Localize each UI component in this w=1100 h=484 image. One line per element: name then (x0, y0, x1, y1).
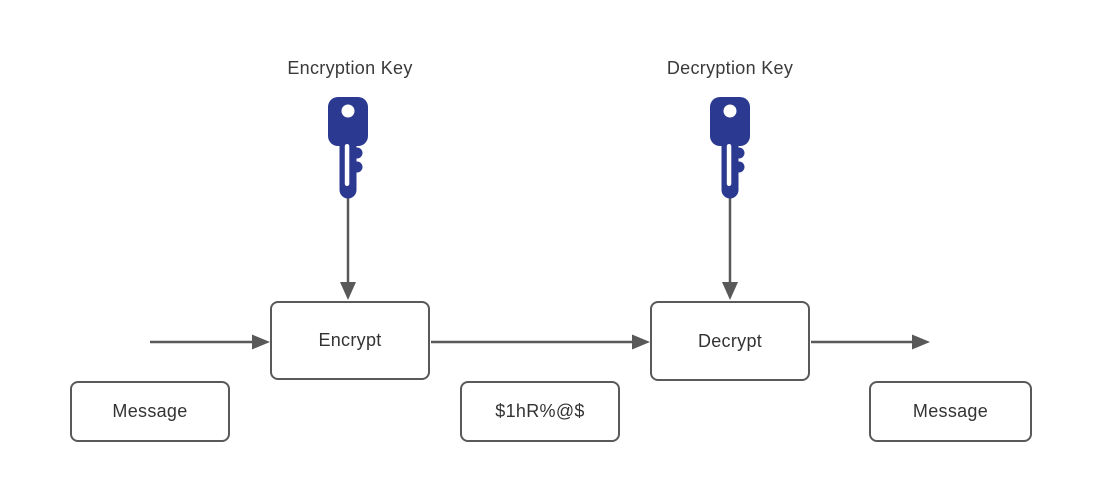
encrypt-box: Encrypt (270, 301, 430, 380)
decryption-key-label: Decryption Key (666, 58, 794, 78)
message-input-label: Message (112, 401, 188, 421)
ciphertext-label: $1hR%@$ (495, 401, 585, 421)
decrypt-box-label: Decrypt (697, 330, 763, 351)
message-output-box: Message (869, 381, 1032, 442)
arrow-encrypt-to-decrypt (431, 334, 650, 350)
encryption-key-label: Encryption Key (287, 58, 413, 78)
decrypt-box: Decrypt (650, 301, 810, 381)
ciphertext-box: $1hR%@$ (460, 381, 620, 442)
arrow-decrypt-out (811, 334, 930, 350)
arrow-encryption-key-to-encrypt (340, 198, 356, 300)
decryption-key-icon (710, 97, 750, 199)
message-input-box: Message (70, 381, 230, 442)
encryption-key-icon (328, 97, 368, 199)
arrow-into-encrypt (150, 334, 270, 350)
message-output-label: Message (912, 401, 989, 421)
encrypt-box-label: Encrypt (318, 330, 382, 350)
arrow-decryption-key-to-decrypt (722, 198, 738, 300)
